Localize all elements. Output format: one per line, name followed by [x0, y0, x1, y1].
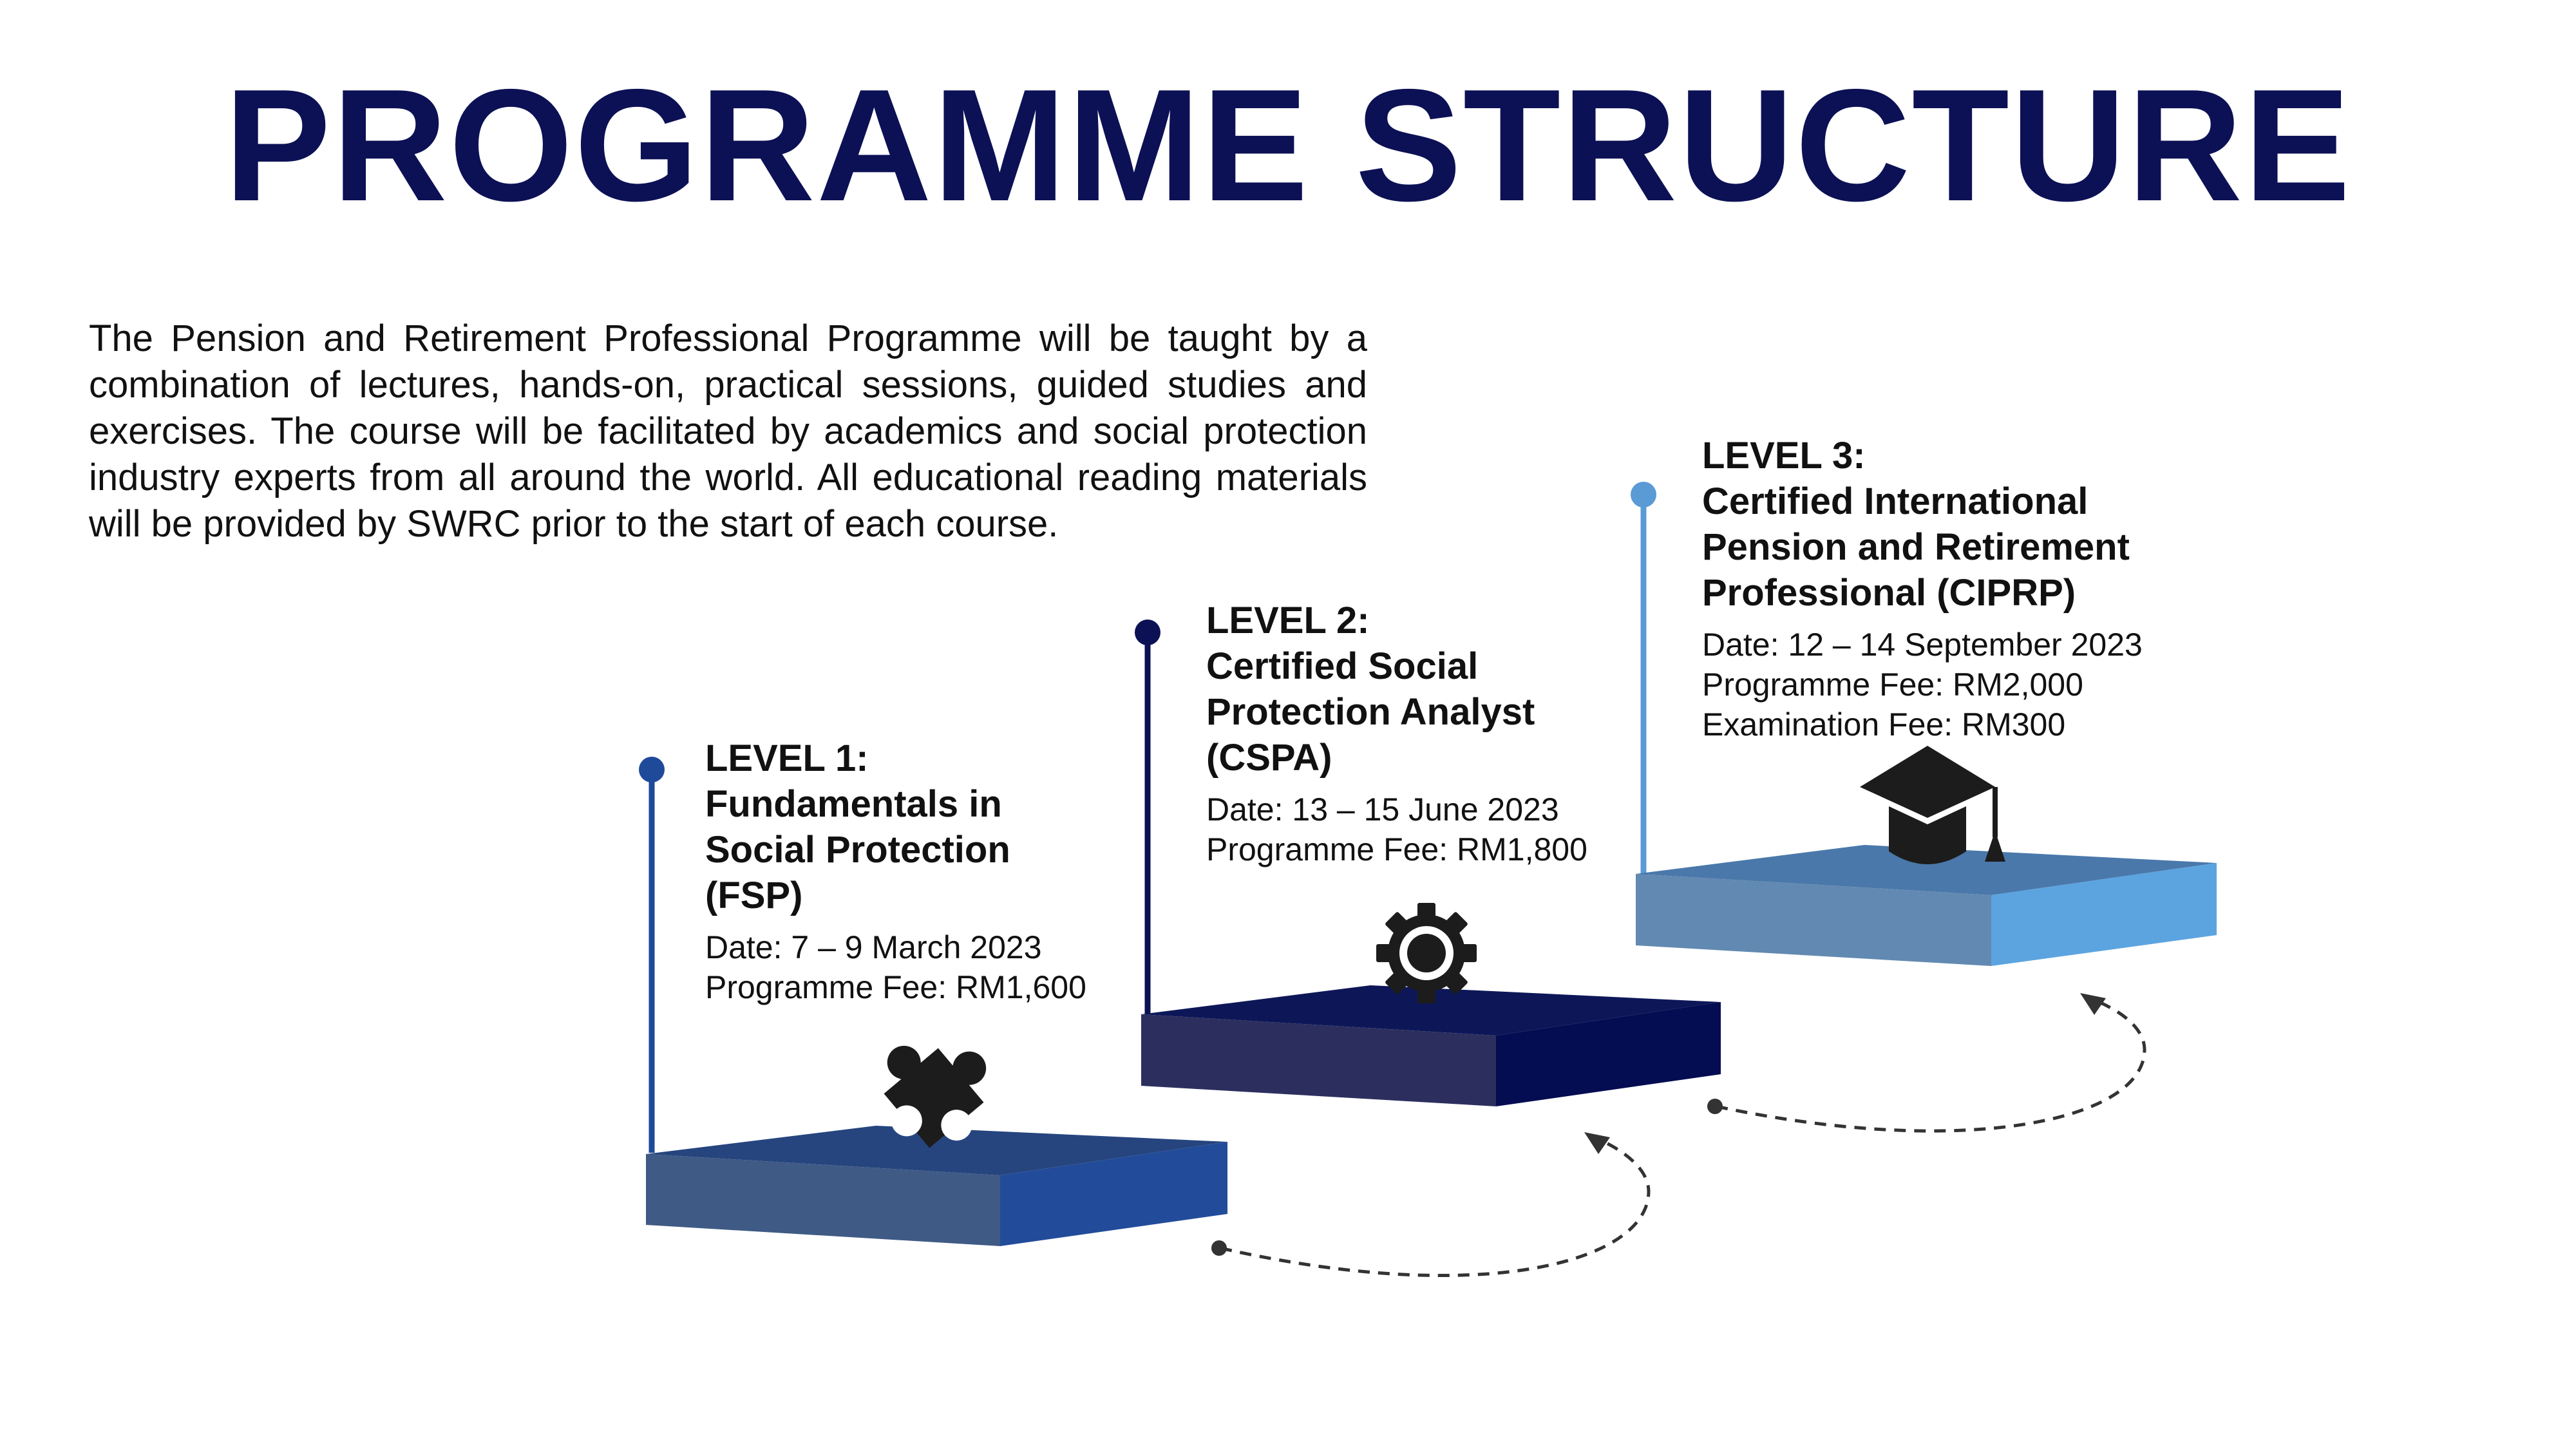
graduation-cap-icon: [1860, 746, 2005, 864]
level-2-card: LEVEL 2: Certified Social Protection Ana…: [1206, 598, 1670, 869]
arrow-level-1-to-2: [1211, 1132, 1651, 1277]
level-1-card: LEVEL 1: Fundamentals in Social Protecti…: [705, 735, 1169, 1007]
level-date: Date: 7 – 9 March 2023: [705, 929, 1042, 965]
level-1-title: LEVEL 1: Fundamentals in Social Protecti…: [705, 735, 1169, 918]
level-name-line: (FSP): [705, 875, 803, 916]
intro-paragraph: The Pension and Retirement Professional …: [89, 317, 1367, 545]
level-name-line: Protection Analyst: [1206, 691, 1535, 733]
level-programme-fee: Programme Fee: RM1,800: [1206, 831, 1587, 867]
level-1-pin: [639, 757, 665, 1153]
level-exam-fee: Examination Fee: RM300: [1702, 706, 2066, 743]
level-programme-fee: Programme Fee: RM2,000: [1702, 667, 2083, 703]
level-date: Date: 13 – 15 June 2023: [1206, 791, 1559, 828]
level-heading: LEVEL 1:: [705, 737, 869, 779]
level-1-info: Date: 7 – 9 March 2023 Programme Fee: RM…: [705, 927, 1169, 1007]
level-name-line: Pension and Retirement: [1702, 526, 2130, 568]
level-3-pin: [1631, 482, 1656, 876]
level-name-line: Fundamentals in: [705, 783, 1002, 825]
gear-icon: [1376, 903, 1477, 1003]
level-heading: LEVEL 3:: [1702, 435, 1866, 477]
level-name-line: Professional (CIPRP): [1702, 572, 2076, 614]
level-2-info: Date: 13 – 15 June 2023 Programme Fee: R…: [1206, 790, 1670, 869]
level-name-line: (CSPA): [1206, 737, 1332, 779]
level-programme-fee: Programme Fee: RM1,600: [705, 969, 1086, 1005]
puzzle-icon: [884, 1045, 987, 1148]
level-3-title: LEVEL 3: Certified International Pension…: [1702, 433, 2192, 616]
page-title: PROGRAMME STRUCTURE: [224, 55, 2352, 234]
level-name-line: Certified International: [1702, 480, 2088, 522]
level-heading: LEVEL 2:: [1206, 600, 1370, 641]
level-3-platform: [1636, 845, 2217, 966]
arrow-level-2-to-3: [1707, 993, 2146, 1133]
level-3-card: LEVEL 3: Certified International Pension…: [1702, 433, 2192, 744]
level-2-platform: [1141, 985, 1721, 1106]
level-name-line: Certified Social: [1206, 645, 1479, 687]
level-name-line: Social Protection: [705, 829, 1010, 871]
level-1-platform: [646, 1126, 1227, 1246]
level-2-pin: [1135, 620, 1160, 1014]
level-date: Date: 12 – 14 September 2023: [1702, 627, 2143, 663]
level-2-title: LEVEL 2: Certified Social Protection Ana…: [1206, 598, 1670, 781]
level-3-info: Date: 12 – 14 September 2023 Programme F…: [1702, 625, 2192, 744]
